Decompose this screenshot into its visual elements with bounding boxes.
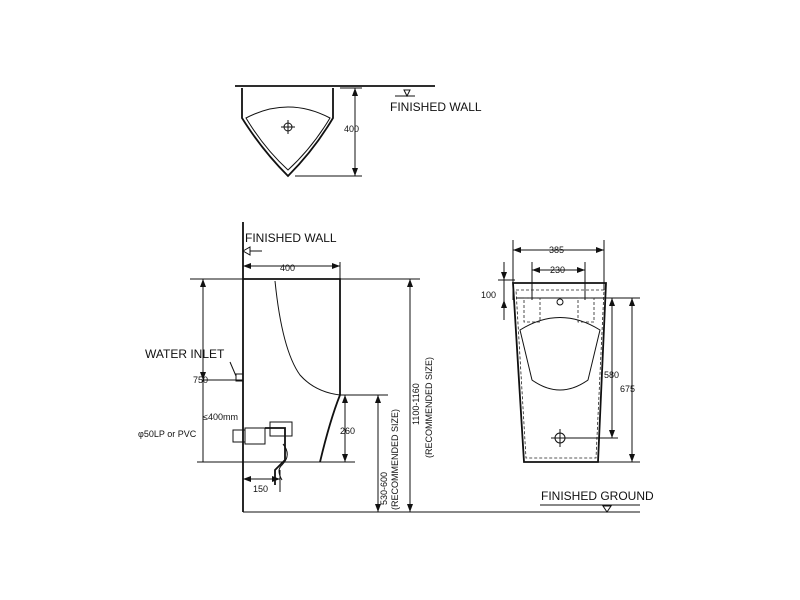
dim-1100-1160: 1100-1160 [411, 383, 421, 425]
top-view: 400 FINISHED WALL [235, 85, 482, 178]
dim-750: 750 [193, 375, 208, 385]
front-dim-230: 230 [550, 265, 565, 275]
dim150-arrow-r [272, 476, 280, 482]
water-inlet-leader [229, 361, 237, 377]
top-dim-400: 400 [344, 124, 359, 134]
pipe-trap-top [269, 421, 293, 437]
top-dim-arrow-down [352, 168, 358, 176]
front-230-arrow-l [532, 267, 540, 273]
top-bowl-outline [241, 88, 334, 178]
rec-size-2: (RECOMMENDED SIZE) [424, 357, 434, 458]
front-580-arrow-bottom [609, 430, 615, 438]
front-bracket-right [577, 297, 595, 323]
water-inlet-label: WATER INLET [145, 347, 225, 361]
water-inlet-box [235, 373, 244, 382]
side-finished-wall-label: FINISHED WALL [245, 231, 337, 245]
side-dim-400: 400 [280, 263, 295, 273]
dim150-arrow-l [243, 476, 251, 482]
dim260-arrow-bottom [342, 454, 348, 462]
dim260-arrow-top [342, 395, 348, 403]
front-385-arrow-l [513, 247, 521, 253]
front-bracket-left [523, 297, 541, 323]
top-dim-arrow-up [352, 88, 358, 96]
finished-ground-label: FINISHED GROUND [541, 489, 654, 503]
front-230-arrow-r [577, 267, 585, 273]
dim750-arrow-bottom [200, 372, 206, 380]
front-inlet-circle [556, 298, 564, 306]
side-body-inner [274, 280, 341, 396]
top-finished-wall-label: FINISHED WALL [390, 100, 482, 114]
front-385-arrow-r [596, 247, 604, 253]
pipe-label: φ50LP or PVC [138, 429, 197, 439]
dim-150: 150 [253, 484, 268, 494]
pipe-trap [265, 427, 286, 485]
finished-ground-marker [602, 505, 612, 513]
top-bowl-inner [245, 106, 331, 171]
dim530-arrow-bottom [375, 504, 381, 512]
side-wall-arrow [241, 246, 251, 256]
front-dim-580: 580 [604, 370, 619, 380]
side-view: FINISHED WALL 400 WATER INLET 750 ≤400mm… [138, 222, 640, 513]
dim-le400: ≤400mm [203, 412, 238, 422]
dim1100-arrow-bottom [407, 504, 413, 512]
front-dim-385: 385 [549, 245, 564, 255]
front-675-arrow-bottom [629, 454, 635, 462]
front-580-arrow-top [609, 298, 615, 306]
top-wall-marker-triangle [403, 89, 411, 98]
front-dim-100: 100 [481, 290, 496, 300]
rec-size-1: (RECOMMENDED SIZE) [390, 409, 400, 510]
front-body-hidden [515, 289, 605, 459]
dim-530-600: 530-600 [379, 472, 389, 505]
front-675-arrow-top [629, 298, 635, 306]
dim-260: 260 [340, 426, 355, 436]
dim530-arrow-top [375, 395, 381, 403]
side-dim400-arrow-l [243, 263, 251, 269]
front-dim-675: 675 [620, 384, 635, 394]
front-bowl [519, 317, 601, 391]
front-100-arrow-bottom [501, 300, 507, 308]
front-view: 385 230 100 580 [481, 240, 654, 513]
pipe-coupling [244, 427, 266, 445]
dim750-arrow-top [200, 279, 206, 287]
front-100-arrow-top [501, 272, 507, 280]
side-dim400-arrow-r [332, 263, 340, 269]
dim1100-arrow-top [407, 279, 413, 287]
